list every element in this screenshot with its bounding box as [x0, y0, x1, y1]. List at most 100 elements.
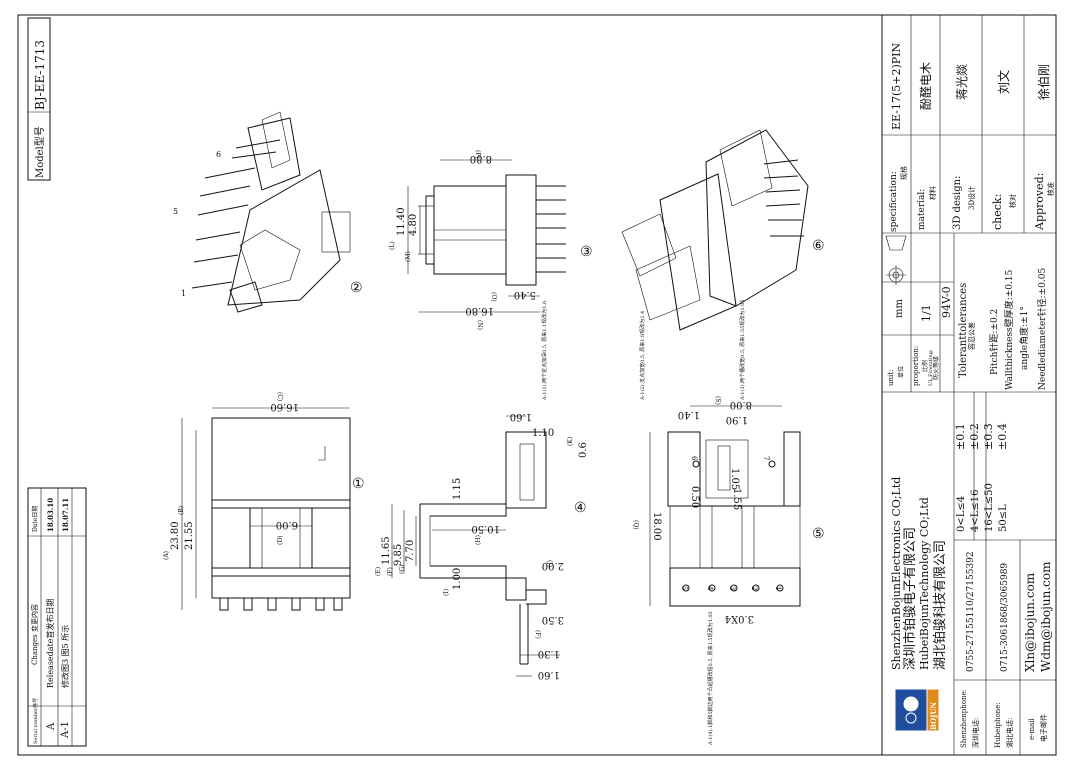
- title-block: specification: 规格 EE-17(5+2)PIN material…: [881, 14, 1057, 756]
- tolerance-title: Toleranttolerances: [958, 283, 969, 378]
- v5-pin-7: 7: [762, 456, 770, 460]
- v5-b: 8.00: [730, 399, 752, 410]
- v3-k: 3.50: [542, 614, 564, 625]
- tol-right-3: Needlediameter针径:±0.05: [1036, 268, 1048, 390]
- v3-m: 1.60: [538, 669, 560, 680]
- contact-sz-sub: 深圳电话:: [971, 718, 980, 748]
- v3-j-code: (J): [546, 560, 553, 567]
- design-label: 3D design:: [952, 176, 963, 230]
- contact-email-1: Xln@ibojun.com: [1023, 572, 1037, 672]
- bojun-logo-icon: BOJUN: [895, 689, 939, 731]
- fire-label: UL Firerating:: [928, 349, 934, 386]
- contact-email-sub: 电子邮件: [1039, 714, 1048, 742]
- v1-width-code: (C): [276, 392, 283, 401]
- tol-value-1: ±0.2: [968, 423, 981, 450]
- tol-right-0: Pitch针距:±0.2: [988, 309, 1000, 375]
- v1-height2: 21.55: [184, 521, 195, 550]
- approved-value: 徐伯刚: [1036, 64, 1051, 100]
- v5-a: 1.40: [678, 409, 700, 420]
- company-cn-1: 深圳市铂骏电子有限公司: [902, 527, 918, 670]
- note-1: A-1(1).两个定点加深0.5, 原来1.1现改为1.6: [541, 301, 548, 401]
- view-4-profile: 1.60 1.10 0.6 (K) 1.15 11.65 (E) 9.85 (F…: [375, 411, 589, 680]
- contact-sz-label: Shenzhenphone:: [960, 689, 968, 748]
- v3-l: 1.30: [538, 648, 560, 659]
- v3-k-code: (F): [534, 630, 541, 639]
- tol-value-3: ±0.4: [996, 423, 1009, 450]
- view-number-4: ④: [574, 500, 587, 516]
- tol-range-0: 0<L≤4: [956, 496, 967, 532]
- model-label: Model型号: [33, 126, 46, 178]
- design-value: 蒋光燚: [955, 64, 969, 100]
- tol-right-1: Wallthickness壁厚度:±0.15: [1003, 269, 1015, 390]
- changes-row1-serial: A: [46, 722, 57, 731]
- changes-row2-serial: A-1: [60, 721, 71, 739]
- note-2: A-1(2).支点加宽0.5, 原来1.9现改为2.4: [639, 311, 646, 401]
- view-2-isometric: 1 5 6 ②: [173, 111, 363, 313]
- material-label: material:: [917, 189, 927, 230]
- tol-value-2: ±0.3: [982, 423, 995, 450]
- logo-text: BOJUN: [929, 701, 938, 730]
- company-cn-2: 湖北铂骏科技有限公司: [932, 540, 948, 670]
- v3-f-code: (F): [387, 567, 394, 576]
- v3-d: 1.15: [452, 478, 463, 500]
- v2-h2: 4.80: [408, 214, 419, 236]
- unit-sub: 单位: [897, 366, 905, 378]
- changes-header-serial: Serial number序号: [32, 698, 39, 744]
- v3-e: 11.65: [381, 536, 392, 565]
- v2-h1: 11.40: [396, 207, 407, 236]
- v3-c: 0.6: [578, 442, 589, 458]
- check-sub: 核对: [1008, 194, 1017, 208]
- v2-pin: 5.40: [514, 289, 536, 300]
- v1-height2-code: (B): [178, 506, 185, 515]
- v5-pin-6: 6: [690, 456, 698, 461]
- v3-pins: [536, 185, 566, 273]
- v1-height: 23.80: [170, 521, 181, 550]
- v2-pin-5: 5: [173, 207, 178, 216]
- v5-d: 1.05: [729, 468, 740, 490]
- v3-c-code: (K): [567, 437, 574, 446]
- view-1-front: 16.60 (C) 23.80 (A) 21.55 (B) 6.00 (D) ①: [163, 392, 365, 611]
- v2-pin-1: 1: [181, 289, 186, 298]
- view-6-isometric: ⑥: [621, 129, 825, 331]
- v5-pin-5: 5: [680, 586, 688, 590]
- v2-h2-code: (M): [405, 251, 412, 262]
- contact-hb-label: Hubeiphone:: [994, 702, 1002, 748]
- v1-slot-code: (D): [277, 536, 284, 546]
- proportion-value: 1/1: [920, 304, 933, 322]
- view-number-5: ⑤: [812, 526, 825, 542]
- v5-pin-4: 4: [706, 586, 714, 591]
- approved-sub: 核准: [1046, 182, 1055, 196]
- v2-width: 8.80: [470, 153, 492, 164]
- projection-symbol-icon: [885, 235, 907, 285]
- unit-value: mm: [894, 299, 905, 318]
- approved-label: Approved:: [1033, 173, 1046, 231]
- v3-f: 9.85: [393, 544, 404, 566]
- changes-table: Serial number序号 Changes 变更内容 Date日期 A Re…: [27, 487, 87, 747]
- material-value: 酚醛电木: [918, 62, 933, 110]
- v3-j: 2.00: [542, 560, 564, 571]
- contact-email-2: Wdm@ibojun.com: [1039, 561, 1053, 672]
- v1-slot: 6.00: [276, 519, 298, 530]
- tol-range-1: 4<L≤16: [970, 490, 981, 533]
- changes-row2-change: 修改图3 图5 所示: [60, 625, 70, 688]
- spec-label: specification:: [889, 171, 899, 232]
- spec-value: EE-17(5+2)PIN: [890, 42, 903, 130]
- v3-h: 10.50: [471, 523, 500, 534]
- view-3-side-section: 8.80 (P) 11.40 (L) 4.80 (M) 5.40 (O) 16.…: [389, 150, 593, 330]
- v5-pins: [682, 584, 784, 592]
- view-number-3: ③: [580, 244, 593, 260]
- v1-height-code: (A): [163, 551, 170, 560]
- company-en-1: ShenzhenBojunElectronics CO;Ltd: [890, 477, 903, 670]
- v3-b: 1.10: [532, 428, 554, 439]
- check-label: check:: [991, 194, 1004, 230]
- contact-sz-value: 0755-27155110/27155392: [966, 551, 976, 672]
- tol-range-3: 50≤L: [998, 504, 1009, 532]
- view-number-6: ⑥: [812, 238, 825, 254]
- v2-overall: 16.80: [465, 305, 494, 316]
- v5-pin-3: 3: [728, 586, 736, 590]
- company-en-2: HubeiBojunTechnology CO;Ltd: [918, 497, 931, 670]
- tolerance-title-cn: 容忍公差: [967, 322, 976, 350]
- model-box: Model型号 BJ-EE-1713: [27, 17, 51, 181]
- tol-right-2: angle角度:±1°: [1018, 306, 1030, 370]
- material-sub: 材料: [928, 186, 937, 200]
